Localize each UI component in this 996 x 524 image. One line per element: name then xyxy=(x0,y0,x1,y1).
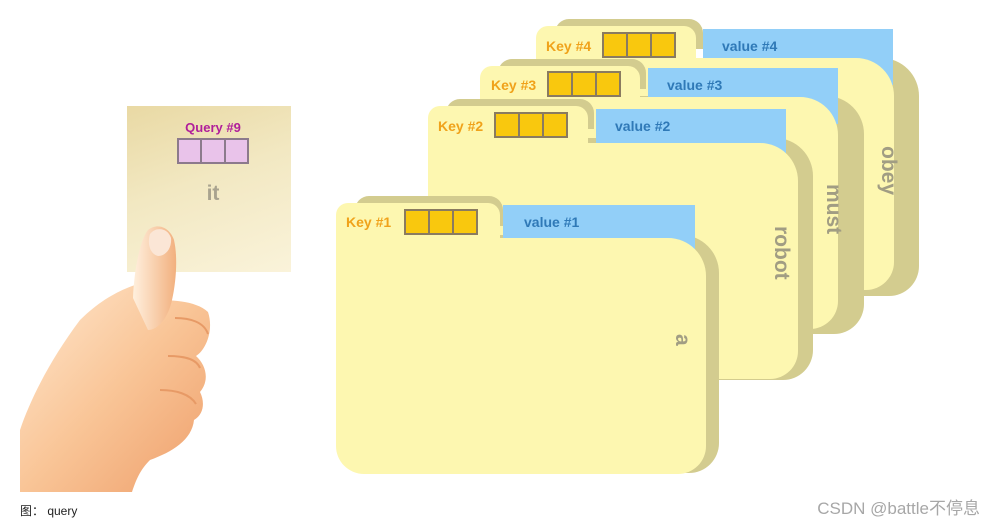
value-label-1: value #1 xyxy=(524,214,579,230)
key-label-4: Key #4 xyxy=(546,38,591,54)
word-4: obey xyxy=(876,146,900,195)
key-label-1: Key #1 xyxy=(346,214,391,230)
key-vector-3 xyxy=(547,71,621,97)
word-2: robot xyxy=(769,226,793,280)
key-label-3: Key #3 xyxy=(491,77,536,93)
key-vector-2 xyxy=(494,112,568,138)
value-label-3: value #3 xyxy=(667,77,722,93)
value-label-2: value #2 xyxy=(615,118,670,134)
key-vector-1 xyxy=(404,209,478,235)
word-3: must xyxy=(821,184,845,234)
key-label-2: Key #2 xyxy=(438,118,483,134)
query-card: Query #9 it xyxy=(127,106,291,272)
query-label: Query #9 xyxy=(127,120,299,135)
value-label-4: value #4 xyxy=(722,38,777,54)
query-vector xyxy=(177,138,249,164)
query-word: it xyxy=(127,182,299,206)
word-1: a xyxy=(670,334,694,346)
watermark: CSDN @battle不停息 xyxy=(817,494,980,519)
figure-caption: 图： query xyxy=(20,502,77,519)
key-vector-4 xyxy=(602,32,676,58)
